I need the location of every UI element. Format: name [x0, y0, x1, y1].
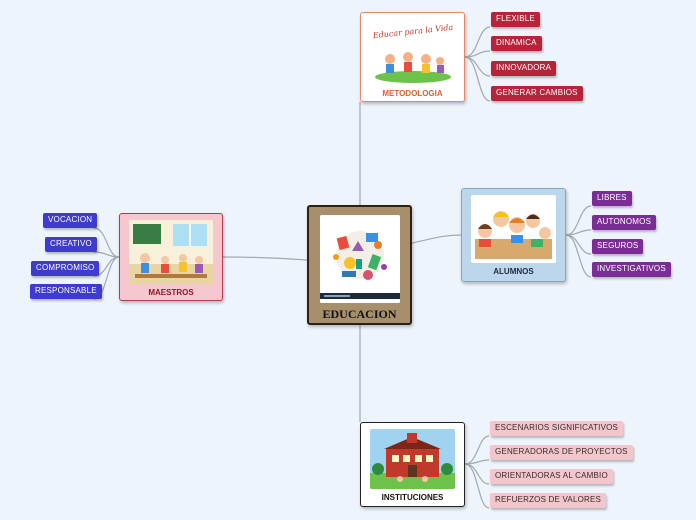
classroom-image [129, 220, 213, 284]
alumnos-item-seguros[interactable]: SEGUROS [592, 239, 644, 254]
node-alumnos[interactable]: ALUMNOS [461, 188, 566, 282]
node-alumnos-label: ALUMNOS [493, 267, 534, 276]
node-maestros-label: MAESTROS [148, 288, 194, 297]
instituciones-item-refuerzos-de-valores[interactable]: REFUERZOS DE VALORES [490, 493, 607, 508]
node-instituciones-label: INSTITUCIONES [381, 493, 444, 502]
node-instituciones[interactable]: INSTITUCIONES [360, 422, 465, 507]
alumnos-item-libres[interactable]: LIBRES [592, 191, 632, 206]
central-node-educacion[interactable]: EDUCACION [307, 205, 412, 325]
connector-instituciones-item-2 [464, 459, 490, 465]
connector-instituciones-item-3 [464, 463, 490, 485]
school-building-image [370, 429, 455, 489]
maestros-item-compromiso[interactable]: COMPROMISO [31, 261, 100, 276]
instituciones-item-orientadoras-al-cambio[interactable]: ORIENTADORAS AL CAMBIO [490, 469, 613, 484]
connector-metodologia-item-1 [464, 26, 491, 58]
maestros-item-vocacion[interactable]: VOCACION [43, 213, 98, 228]
connector-central-alumnos [411, 234, 462, 244]
metodologia-item-flexible[interactable]: FLEXIBLE [491, 12, 540, 27]
alumnos-item-investigativos[interactable]: INVESTIGATIVOS [592, 262, 671, 277]
students-image [471, 195, 556, 263]
maestros-item-responsable[interactable]: RESPONSABLE [30, 284, 102, 299]
metodologia-item-generar-cambios[interactable]: GENERAR CAMBIOS [491, 86, 583, 101]
connector-instituciones-item-4 [464, 463, 490, 509]
educar-para-la-vida-image: Educar para la Vida [367, 19, 458, 85]
alumnos-item-autonomos[interactable]: AUTONOMOS [592, 215, 657, 230]
connector-alumnos-item-4 [565, 234, 592, 278]
connector-maestros-item-1 [93, 227, 120, 258]
connector-metodologia-item-4 [464, 56, 491, 102]
connector-maestros-item-2 [93, 251, 120, 258]
connector-alumnos-item-1 [565, 205, 592, 236]
connector-alumnos-item-2 [565, 229, 592, 236]
connector-central-maestros [222, 256, 308, 261]
connector-instituciones-item-1 [464, 435, 490, 465]
central-node-label: EDUCACION [322, 307, 397, 321]
instituciones-item-generadoras-de-proyectos[interactable]: GENERADORAS DE PROYECTOS [490, 445, 633, 460]
metodologia-item-innovadora[interactable]: INNOVADORA [491, 61, 557, 76]
instituciones-item-escenarios-significativos[interactable]: ESCENARIOS SIGNIFICATIVOS [490, 421, 624, 436]
node-maestros[interactable]: MAESTROS [119, 213, 223, 301]
education-collage-image [319, 215, 400, 303]
node-metodologia-label: METODOLOGIA [382, 89, 443, 98]
connector-metodologia-item-3 [464, 56, 491, 77]
maestros-item-creativo[interactable]: CREATIVO [45, 237, 97, 252]
metodologia-item-dinamica[interactable]: DINAMICA [491, 36, 542, 51]
connector-alumnos-item-3 [565, 234, 592, 255]
node-metodologia[interactable]: Educar para la Vida METODOLOGIA [360, 12, 465, 102]
